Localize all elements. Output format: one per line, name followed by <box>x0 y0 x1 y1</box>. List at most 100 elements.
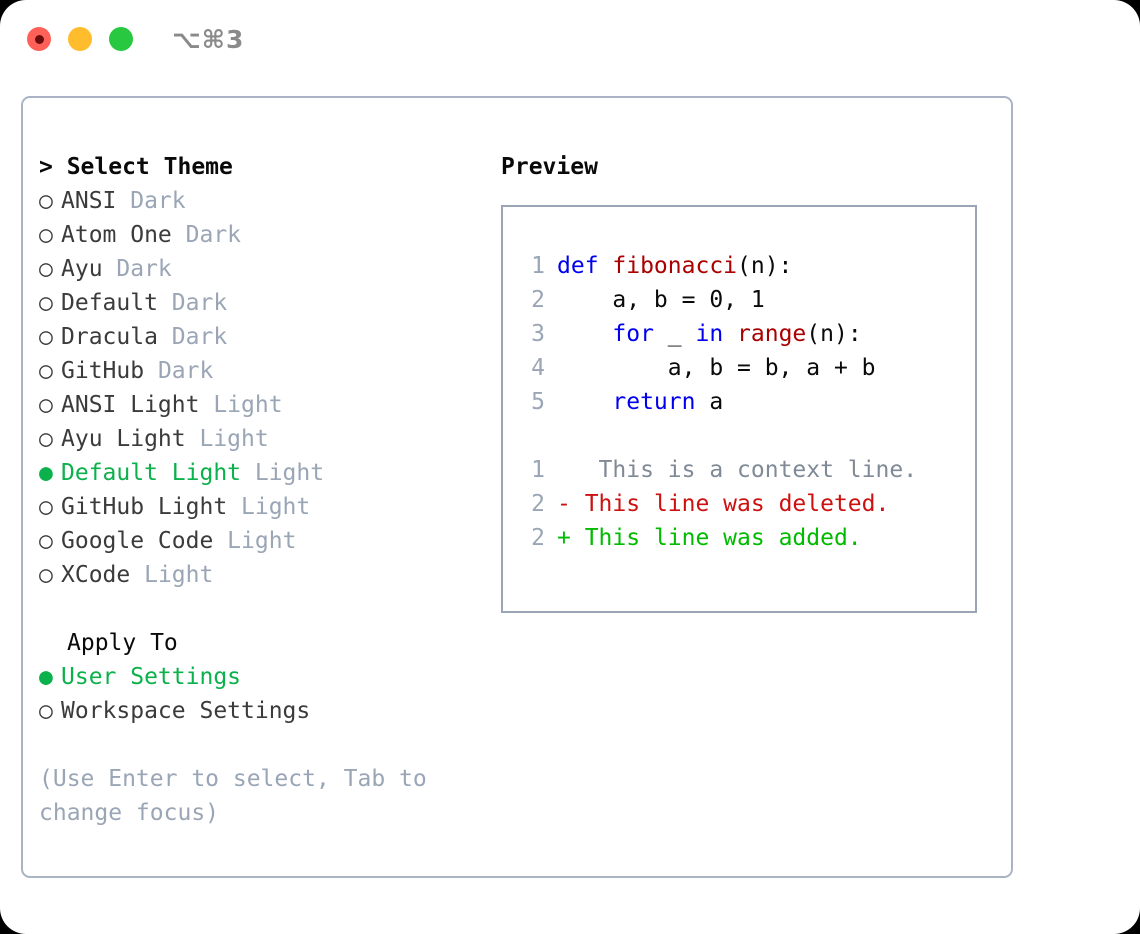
diff-marker-added: + <box>557 525 571 551</box>
code-token-fn: fibonacci <box>612 253 738 279</box>
record-dot-icon <box>34 34 44 44</box>
theme-option-5[interactable]: ○GitHub Dark <box>39 354 479 388</box>
code-token-plain: a, b = b, a + b <box>557 355 876 381</box>
apply-to-section: Apply To ● User Settings ○Workspace Settin… <box>39 626 479 728</box>
code-diff-spacer <box>503 419 975 453</box>
code-token-kw: in <box>695 321 738 347</box>
code-line-1: 2 a, b = 0, 1 <box>503 283 975 317</box>
diff-line-number: 2 <box>531 491 545 517</box>
select-theme-heading: > Select Theme <box>39 154 233 180</box>
apply-to-list: ● User Settings ○Workspace Settings <box>39 660 479 728</box>
apply-to-option-label: User Settings <box>61 664 242 690</box>
theme-option-label: XCode <box>61 562 131 588</box>
diff-line-2: 2 + This line was added. <box>503 521 975 555</box>
theme-option-7[interactable]: ○ Ayu Light Light <box>39 422 479 456</box>
radio-selected-icon: ● <box>39 460 53 486</box>
code-token-plain: (n): <box>737 253 793 279</box>
keyboard-shortcut-label: ⌥⌘3 <box>172 24 245 54</box>
theme-option-0[interactable]: ○ANSI Dark <box>39 184 479 218</box>
apply-to-heading: Apply To <box>67 630 178 656</box>
theme-option-label: ANSI Light <box>61 392 200 418</box>
radio-unselected-icon: ○ <box>39 528 53 554</box>
theme-option-label: ANSI <box>61 188 117 214</box>
theme-option-11[interactable]: ○ XCode Light <box>39 558 479 592</box>
theme-option-4[interactable]: ○ Dracula Dark <box>39 320 479 354</box>
theme-option-9[interactable]: ○ GitHub Light Light <box>39 490 479 524</box>
theme-option-category: Dark <box>144 358 214 384</box>
diff-line-number: 1 <box>531 457 545 483</box>
code-line-3: 4 a, b = b, a + b <box>503 351 975 385</box>
code-token-plain <box>557 389 612 415</box>
radio-unselected-icon: ○ <box>39 256 53 282</box>
code-line-2: 3 for _ in range(n): <box>503 317 975 351</box>
theme-option-label: Google Code <box>61 528 214 554</box>
theme-option-category: Light <box>227 494 311 520</box>
radio-unselected-icon: ○ <box>39 392 53 418</box>
diff-text-added: This line was added. <box>570 525 862 551</box>
code-token-kw: for <box>612 321 654 347</box>
theme-option-label: Dracula <box>61 324 158 350</box>
apply-to-option-0[interactable]: ● User Settings <box>39 660 479 694</box>
code-token-plain: (n): <box>806 321 862 347</box>
radio-unselected-icon: ○ <box>39 188 53 214</box>
main-panel: > Select Theme ○ANSI Dark○Atom One Dark○… <box>21 96 1013 878</box>
theme-option-category: Light <box>241 460 325 486</box>
code-token-plain: _ <box>653 321 696 347</box>
code-line-number: 3 <box>531 321 545 347</box>
close-button-icon[interactable] <box>27 27 51 51</box>
diff-line-number: 2 <box>531 525 545 551</box>
theme-option-category: Dark <box>157 324 228 350</box>
radio-unselected-icon: ○ <box>39 698 53 724</box>
code-token-plain: a, b = 0, 1 <box>557 287 765 313</box>
diff-marker-deleted: - <box>557 491 571 517</box>
code-line-number: 4 <box>531 355 545 381</box>
theme-option-category: Dark <box>157 290 228 316</box>
theme-option-1[interactable]: ○Atom One Dark <box>39 218 479 252</box>
theme-option-category: Dark <box>102 256 172 282</box>
code-line-4: 5 return a <box>503 385 975 419</box>
diff-marker-context <box>557 457 571 483</box>
code-token-plain: a <box>695 389 724 415</box>
radio-unselected-icon: ○ <box>39 324 53 350</box>
diff-text-deleted: This line was deleted. <box>570 491 890 517</box>
theme-option-category: Light <box>185 426 269 452</box>
diff-line-0: 1 This is a context line. <box>503 453 975 487</box>
keyboard-hint-text: (Use Enter to select, Tab to change focu… <box>39 766 427 826</box>
theme-list: ○ANSI Dark○Atom One Dark○Ayu Dark○Defaul… <box>39 184 479 592</box>
diff-line-1: 2- This line was deleted. <box>503 487 975 521</box>
theme-option-label: Ayu <box>61 256 103 282</box>
radio-unselected-icon: ○ <box>39 426 53 452</box>
theme-option-10[interactable]: ○Google Code Light <box>39 524 479 558</box>
theme-option-category: Light <box>130 562 214 588</box>
theme-option-2[interactable]: ○ Ayu Dark <box>39 252 479 286</box>
code-line-number: 2 <box>531 287 545 313</box>
radio-unselected-icon: ○ <box>39 358 53 384</box>
theme-option-label: GitHub Light <box>61 494 228 520</box>
theme-option-label: Ayu Light <box>61 426 186 452</box>
theme-option-6[interactable]: ○ ANSI Light Light <box>39 388 479 422</box>
window-controls <box>27 27 133 51</box>
code-line-number: 5 <box>531 389 545 415</box>
radio-selected-icon: ● <box>39 664 53 690</box>
maximize-button-icon[interactable] <box>109 27 133 51</box>
theme-option-8[interactable]: ● Default Light Light <box>39 456 479 490</box>
theme-option-3[interactable]: ○Default Dark <box>39 286 479 320</box>
diff-text-context: This is a context line. <box>570 457 918 483</box>
theme-option-category: Dark <box>171 222 242 248</box>
code-token-kw: return <box>612 389 696 415</box>
minimize-button-icon[interactable] <box>68 27 92 51</box>
code-token-plain <box>557 321 612 347</box>
radio-unselected-icon: ○ <box>39 290 53 316</box>
theme-option-category: Light <box>199 392 283 418</box>
theme-option-label: Default Light <box>61 460 242 486</box>
radio-unselected-icon: ○ <box>39 494 53 520</box>
apply-to-option-1[interactable]: ○Workspace Settings <box>39 694 479 728</box>
radio-unselected-icon: ○ <box>39 562 53 588</box>
diff-sample: 1 This is a context line.2- This line wa… <box>503 453 975 555</box>
theme-picker-column: > Select Theme ○ANSI Dark○Atom One Dark○… <box>39 150 479 830</box>
code-token-fn: range <box>737 321 807 347</box>
